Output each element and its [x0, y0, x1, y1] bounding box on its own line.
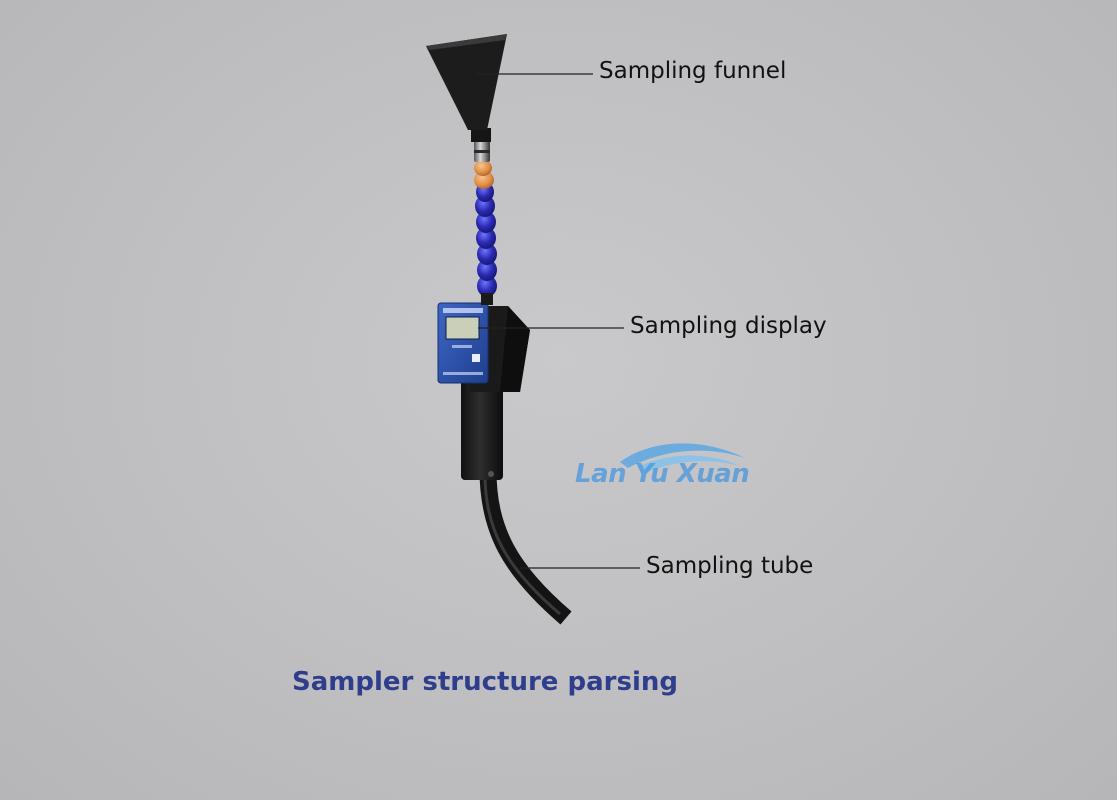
label-sampling-tube: Sampling tube: [646, 553, 814, 579]
ferrule-neck: [471, 128, 491, 142]
ferrule-band: [474, 150, 490, 153]
power-button: [472, 354, 480, 362]
display-face: [437, 302, 489, 384]
orange-coupling: [474, 160, 494, 189]
watermark-text: Lan Yu Xuan: [575, 459, 750, 489]
lcd-screen: [445, 316, 480, 340]
brand-strip: [443, 308, 483, 313]
face-text-line: [452, 345, 472, 348]
handle: [461, 380, 503, 480]
label-sampling-display: Sampling display: [630, 313, 827, 339]
flexible-hose: [475, 182, 497, 305]
handle-screw: [488, 471, 494, 477]
face-footer-text: [443, 372, 483, 375]
sampling-funnel: [426, 34, 507, 130]
sampling-funnel-rim: [426, 34, 507, 50]
sampling-tube-highlight: [483, 477, 561, 616]
label-sampling-funnel: Sampling funnel: [599, 58, 787, 84]
watermark-logo: [620, 443, 745, 472]
diagram-caption: Sampler structure parsing: [292, 667, 678, 697]
